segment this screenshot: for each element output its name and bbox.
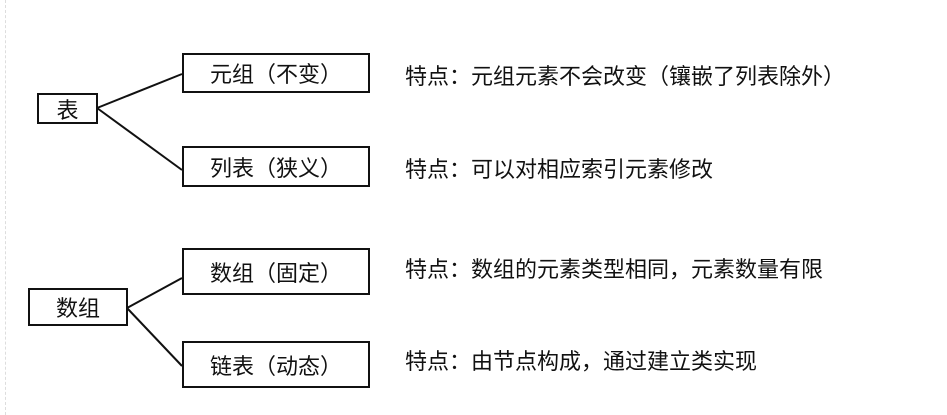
note-list: 特点：可以对相应索引元素修改 (405, 158, 714, 183)
note-linked-list: 特点：由节点构成，通过建立类实现 (405, 350, 758, 375)
note-tuple: 特点：元组元素不会改变（镶嵌了列表除外） (405, 65, 846, 90)
node-label: 元组（不变） (209, 63, 342, 88)
connector-table-list (96, 107, 183, 171)
node-table: 表 (37, 93, 98, 124)
connector-array-fixed (126, 277, 183, 309)
connector-table-tuple (96, 73, 183, 109)
node-label: 列表（狭义） (209, 156, 342, 182)
node-label: 数组（固定） (209, 261, 342, 287)
page-edge-divider (5, 0, 6, 415)
note-fixed-array: 特点：数组的元素类型相同，元素数量有限 (405, 258, 824, 283)
node-fixed-array: 数组（固定） (182, 248, 370, 295)
node-array: 数组 (28, 288, 128, 326)
connector-array-linked (126, 307, 183, 367)
node-list: 列表（狭义） (182, 146, 370, 187)
node-tuple: 元组（不变） (182, 53, 370, 93)
node-label: 表 (56, 98, 79, 124)
node-label: 链表（动态） (209, 354, 342, 380)
node-linked-list: 链表（动态） (182, 341, 370, 388)
node-label: 数组 (55, 297, 100, 322)
